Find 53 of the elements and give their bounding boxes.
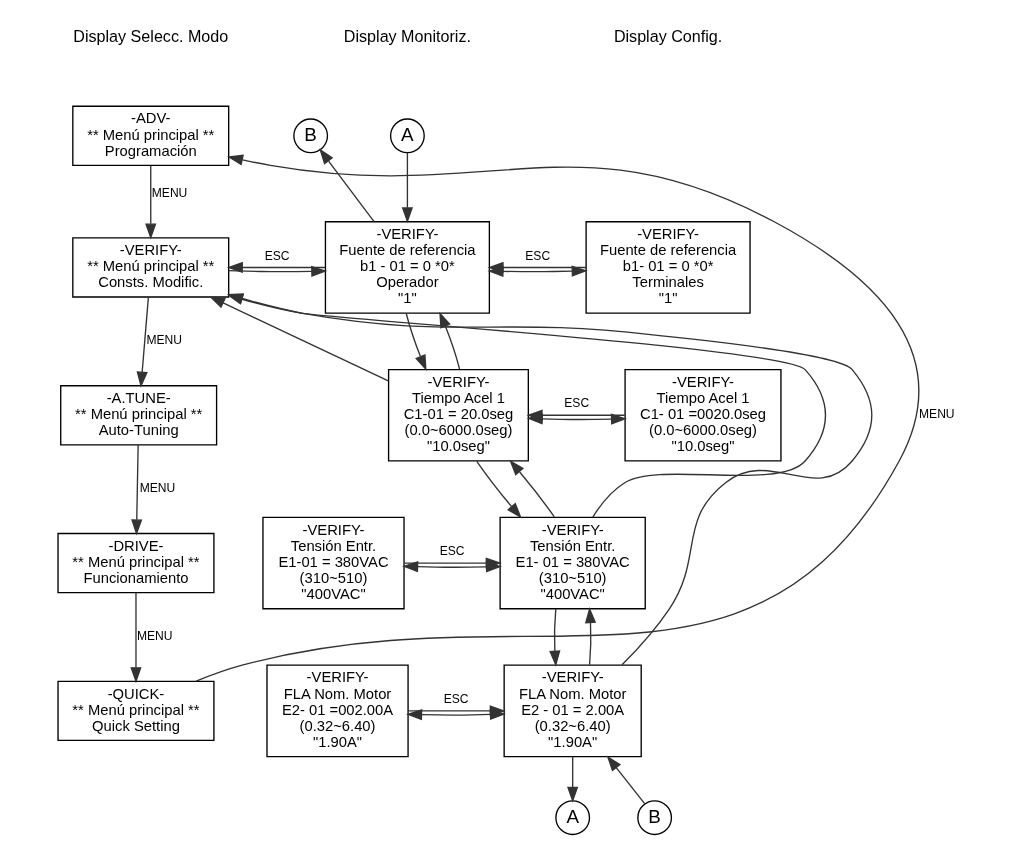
edge-label: MENU — [151, 185, 187, 200]
node-circle: B — [636, 800, 672, 836]
label: Display Config. — [613, 26, 722, 45]
edge-label: MENU — [139, 481, 175, 496]
node-box: -VERIFY- FLA Nom. Motor E2 - 01 = 2.00A (0.32~6.40) "1.90A" — [502, 664, 642, 758]
node-box: -VERIFY- Fuente de referencia b1- 01 = 0 *0* Terminales "1" — [584, 221, 751, 314]
edge-label: MENU — [145, 333, 182, 348]
edge-label: ESC — [524, 248, 550, 263]
arrow — [227, 265, 327, 277]
arrow — [318, 148, 375, 223]
node-box: -VERIFY- Tiempo Acel 1 C1-01 = 20.0seg (0.0~6000.0seg) "10.0seg" — [387, 368, 529, 462]
edge-label: MENU — [136, 628, 173, 643]
arrow — [130, 444, 142, 536]
node-circle: B — [292, 118, 328, 154]
node-box: -QUICK- ** Menú principal ** Quick Setting — [56, 680, 215, 742]
edge-label: ESC — [264, 248, 289, 263]
node-box: -VERIFY- Tensión Entr. E1- 01 = 380VAC (310~510) "400VAC" — [498, 516, 646, 610]
arrow — [406, 705, 506, 717]
arrow — [195, 154, 919, 682]
label: Display Selecc. Modo — [72, 26, 228, 45]
node-box: -VERIFY- Tensión Entr. E1-01 = 380VAC (310~510) "400VAC" — [261, 516, 405, 610]
arrow — [129, 592, 142, 684]
arrow — [208, 296, 389, 382]
arrow — [403, 557, 502, 569]
arrow — [475, 460, 522, 519]
arrow — [226, 293, 872, 666]
node-box: -A.TUNE- ** Menú principal ** Auto-Tuning — [59, 385, 217, 446]
node-circle: A — [554, 800, 590, 836]
arrow — [584, 607, 596, 666]
arrow — [566, 756, 578, 803]
edge-label: ESC — [563, 396, 589, 411]
node-circle: A — [389, 118, 425, 154]
arrow — [226, 261, 326, 274]
node-box: -VERIFY- ** Menú principal ** Consts. Modific. — [71, 237, 229, 298]
label: Display Monitoriz. — [343, 26, 471, 45]
edge-label: ESC — [443, 692, 469, 707]
arrow — [526, 409, 625, 421]
node-box: -VERIFY- FLA Nom. Motor E2- 01 =002.00A (0.32~6.40) "1.90A" — [265, 664, 409, 758]
edge-label: ESC — [439, 544, 464, 559]
arrow — [606, 755, 645, 805]
node-box: -VERIFY- Fuente de referencia b1 - 01 = 0 *0* Operador "1" — [324, 221, 490, 314]
node-box: -VERIFY- Tiempo Acel 1 C1- 01 =0020.0seg (0.0~6000.0seg) "10.0seg" — [623, 368, 782, 462]
edge-label: MENU — [918, 407, 955, 422]
arrow — [487, 261, 587, 274]
arrow — [548, 608, 560, 667]
arrow — [136, 296, 149, 388]
arrow — [144, 165, 156, 240]
arrow — [508, 459, 555, 518]
node-box: -ADV- ** Menú principal ** Programación — [71, 105, 229, 166]
arrow — [405, 312, 427, 371]
arrow — [226, 293, 826, 518]
node-box: -DRIVE- ** Menú principal ** Funcionamiento — [56, 532, 215, 594]
arrow — [401, 152, 413, 224]
